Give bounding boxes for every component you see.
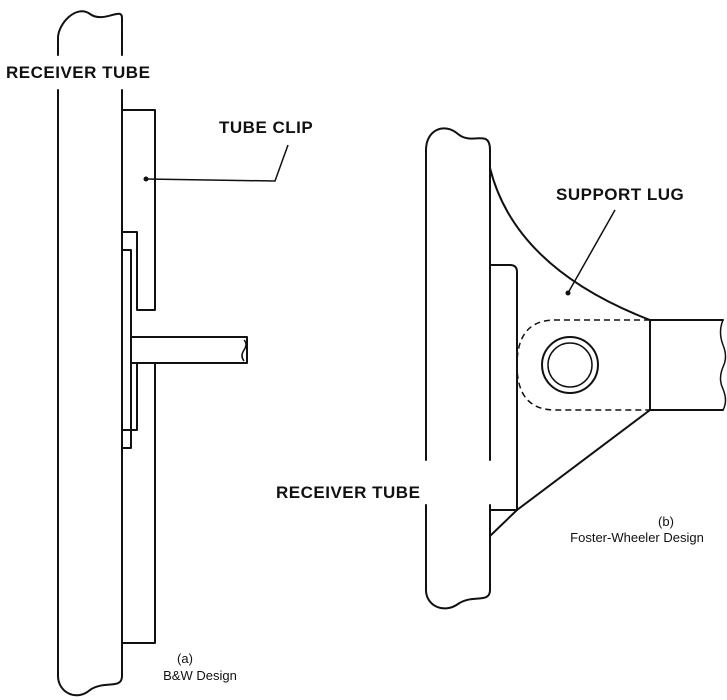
receiver-tube-label-b: RECEIVER TUBE bbox=[276, 483, 420, 502]
tube-break-bottom-b bbox=[425, 589, 491, 610]
tube-break-top-a bbox=[57, 10, 123, 39]
caption-text-a: B&W Design bbox=[163, 668, 237, 683]
caption-letter-a: (a) bbox=[177, 651, 193, 666]
caption-letter-b: (b) bbox=[658, 514, 674, 529]
support-lug-label: SUPPORT LUG bbox=[556, 185, 684, 204]
tube-break-bottom-a bbox=[57, 675, 123, 697]
tube-clip bbox=[121, 109, 248, 644]
support-pin bbox=[541, 336, 599, 394]
tube-clip-leader bbox=[143, 144, 289, 182]
tube-break-top-b bbox=[425, 127, 491, 151]
caption-text-b: Foster-Wheeler Design bbox=[570, 530, 704, 545]
support-lug-leader bbox=[565, 209, 616, 296]
tube-clip-label: TUBE CLIP bbox=[219, 118, 313, 137]
panel-a-bw-design: RECEIVER TUBE TUBE CLIP (a) B&W Design bbox=[6, 10, 313, 697]
receiver-tube-b bbox=[425, 127, 491, 610]
support-lug bbox=[489, 167, 727, 537]
receiver-tube-label-a: RECEIVER TUBE bbox=[6, 63, 150, 82]
panel-b-foster-wheeler-design: RECEIVER TUBE SUPPORT LUG (b) Foster-Whe… bbox=[276, 127, 727, 610]
receiver-tube-a bbox=[57, 10, 123, 697]
